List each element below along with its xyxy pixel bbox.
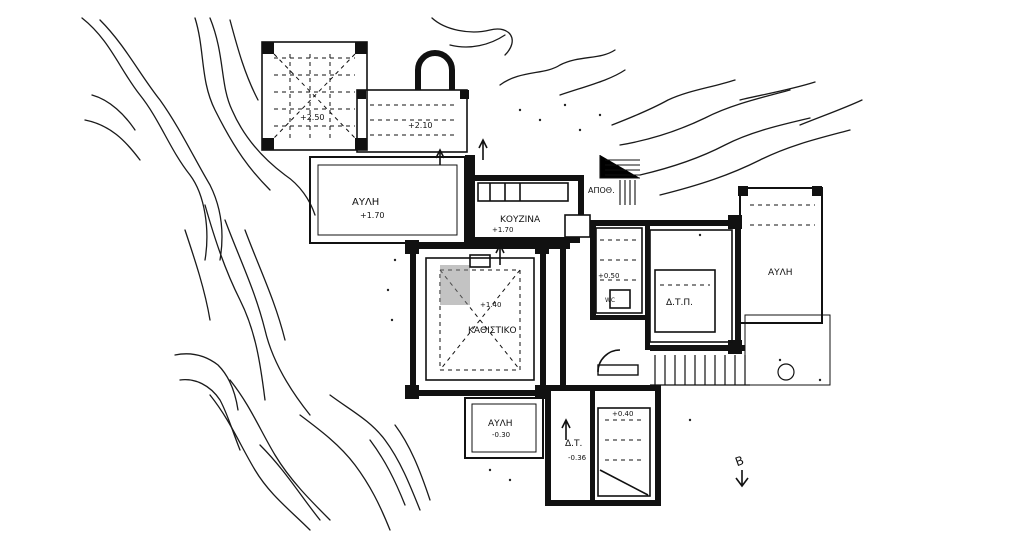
label-courtyard-left: ΑΥΛΗ xyxy=(352,197,379,208)
door-swing xyxy=(597,349,639,376)
courtyard-right xyxy=(738,186,831,386)
bedroom-right xyxy=(649,229,733,343)
terrace-hatching xyxy=(650,355,750,386)
courtyard-bottom xyxy=(464,397,544,459)
level-courtyard-bottom: -0.30 xyxy=(492,431,510,439)
level-kitchen: +1.70 xyxy=(492,226,513,234)
level-bedroom-lower: -0.36 xyxy=(568,454,587,462)
terrain-contours-right xyxy=(431,17,863,196)
north-arrow-label: B xyxy=(733,453,746,469)
terrain-contours-left xyxy=(81,17,431,531)
level-courtyard-left: +1.70 xyxy=(360,211,385,220)
ground-dots xyxy=(386,103,822,482)
level-pergola: +2.50 xyxy=(300,113,325,122)
stair-arrows xyxy=(478,138,571,440)
level-lower-hall: +0.40 xyxy=(612,410,633,418)
living-room-interior xyxy=(425,254,535,381)
bath-block xyxy=(595,227,643,314)
upper-terrace xyxy=(356,50,469,165)
label-kitchen: ΚΟΥΖΙΝΑ xyxy=(500,215,541,225)
north-arrow: B xyxy=(733,453,749,488)
label-courtyard-right: ΑΥΛΗ xyxy=(768,268,793,278)
bedroom-lower xyxy=(597,407,651,497)
label-storage: ΑΠΟΘ. xyxy=(588,186,615,195)
pergola xyxy=(261,41,368,151)
courtyard-left xyxy=(309,156,466,244)
stair-east xyxy=(599,155,640,205)
level-living: +1.40 xyxy=(480,301,501,309)
label-bedroom-lower: Δ.Τ. xyxy=(565,439,582,449)
label-bedroom: Δ.Τ.Π. xyxy=(666,298,693,308)
level-hall: +0.50 xyxy=(598,272,619,280)
label-living: ΚΑΘΙΣΤΙΚΟ xyxy=(468,326,517,336)
house-walls xyxy=(405,155,745,506)
label-courtyard-bottom: ΑΥΛΗ xyxy=(488,419,513,429)
label-wc: WC xyxy=(605,297,615,304)
level-upper-terrace: +2.10 xyxy=(408,121,433,130)
kitchen-counter xyxy=(477,182,591,238)
